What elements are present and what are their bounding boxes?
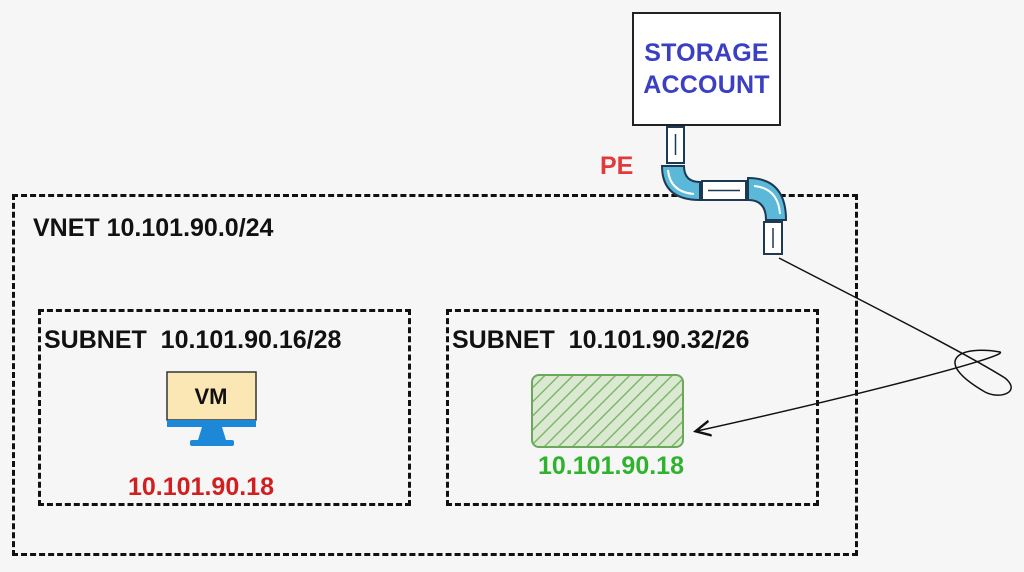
storage-account-label-line1: STORAGE — [644, 39, 769, 67]
vm-ip-label: 10.101.90.18 — [128, 473, 274, 501]
storage-account-label-line2: ACCOUNT — [643, 71, 770, 99]
subnet-vm-boundary — [38, 309, 411, 506]
subnet-vm-label: SUBNET 10.101.90.16/28 — [44, 326, 342, 354]
vnet-label: VNET 10.101.90.0/24 — [33, 214, 274, 242]
storage-account-box: STORAGE ACCOUNT — [632, 12, 781, 126]
pe-label: PE — [600, 152, 634, 180]
subnet-pe-label: SUBNET 10.101.90.32/26 — [452, 326, 750, 354]
pe-ip-label: 10.101.90.18 — [538, 452, 684, 480]
